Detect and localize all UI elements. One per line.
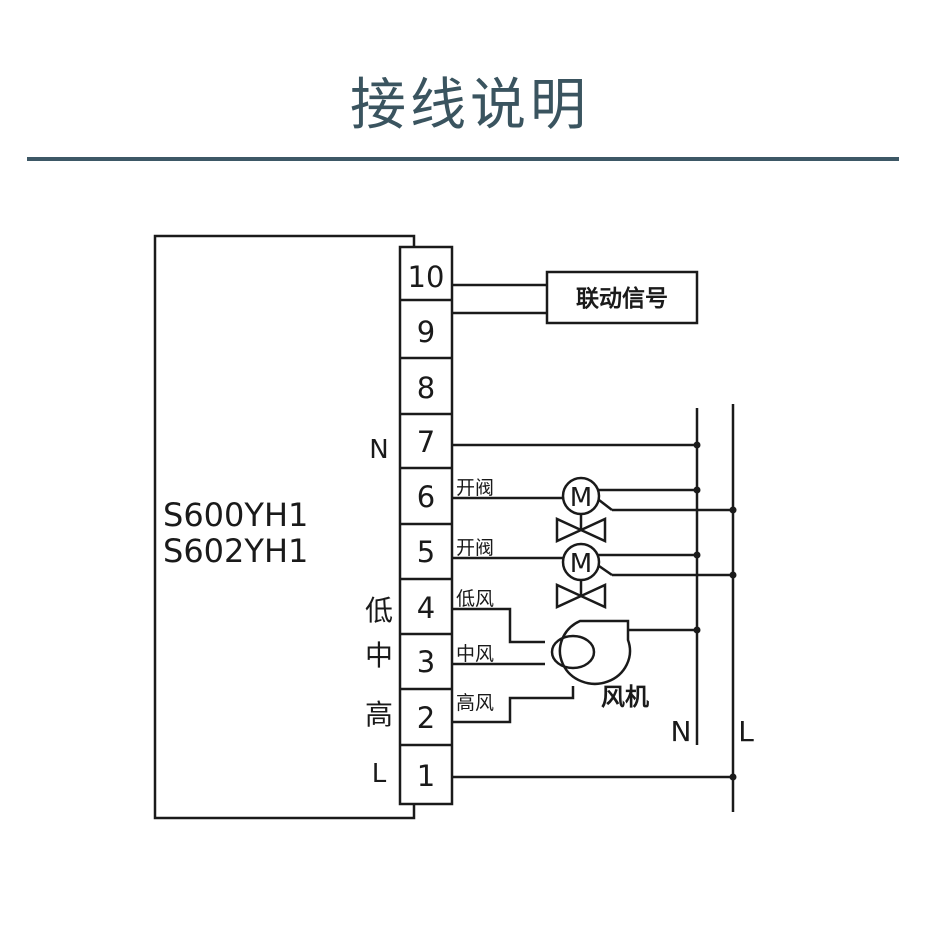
- junction-dot: [693, 486, 701, 494]
- valve-1-wire-l-a: [598, 499, 613, 511]
- terminal-number: 7: [417, 425, 435, 459]
- valve-1-body: [555, 517, 607, 543]
- bus-label-n: N: [671, 715, 692, 748]
- bus-label-l: L: [738, 715, 754, 748]
- valve-2-wire-l-a: [598, 564, 613, 577]
- fan-rotor: [550, 634, 596, 670]
- wire-label: 开阀: [456, 477, 494, 499]
- model-label: S600YH1: [163, 496, 308, 534]
- valve-motor-symbol: M: [570, 483, 592, 513]
- model-label: S602YH1: [163, 532, 308, 570]
- side-label-n: N: [369, 435, 388, 465]
- terminal-number: 1: [417, 759, 435, 793]
- side-label-mid: 中: [365, 639, 393, 672]
- signal-box: [545, 270, 699, 325]
- terminal-number: 4: [417, 591, 435, 625]
- junction-dot: [729, 506, 737, 514]
- terminal-number: 3: [417, 645, 435, 679]
- junction-dot: [693, 551, 701, 559]
- wire-label: 开阀: [456, 537, 494, 559]
- valve-2-body: [555, 583, 607, 609]
- title-divider: [27, 157, 899, 161]
- terminal-number: 8: [417, 371, 435, 405]
- junction-dot: [693, 441, 701, 449]
- wire-label: 中风: [456, 643, 494, 665]
- junction-dot: [729, 571, 737, 579]
- terminal-number: 2: [417, 701, 435, 735]
- fan-label: 风机: [601, 683, 649, 711]
- side-label-low: 低: [365, 594, 393, 627]
- junction-dot: [729, 773, 737, 781]
- terminal-number: 9: [417, 315, 435, 349]
- terminal-number: 6: [417, 480, 435, 514]
- side-label-high: 高: [365, 698, 393, 731]
- controller-outline: [153, 234, 416, 820]
- valve-motor-symbol: M: [570, 549, 592, 579]
- wire-terminal-2: [452, 686, 575, 724]
- side-label-l: L: [372, 759, 387, 789]
- terminal-block: [398, 245, 454, 806]
- terminal-number: 10: [408, 260, 445, 294]
- signal-box-label: 联动信号: [576, 285, 668, 312]
- junction-dot: [693, 626, 701, 634]
- wire-terminal-4: [452, 607, 545, 644]
- wire-label: 低风: [456, 588, 494, 610]
- terminal-number: 5: [417, 535, 435, 569]
- wire-label: 高风: [456, 692, 494, 714]
- page-title: 接线说明: [350, 73, 590, 138]
